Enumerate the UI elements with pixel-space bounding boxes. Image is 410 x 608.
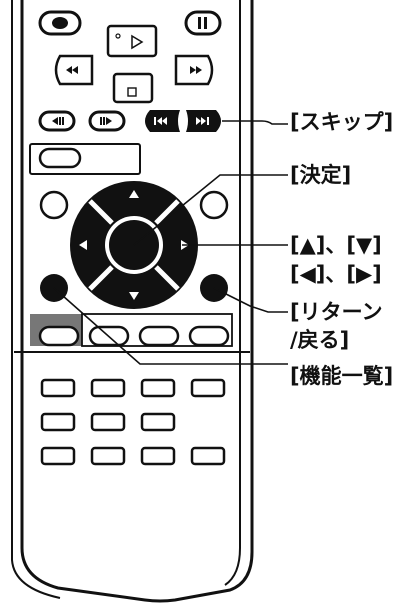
rewind-button[interactable] xyxy=(54,54,94,86)
arrows-callout-line2: [◀]、[▶] xyxy=(290,262,382,286)
up-arrow-icon[interactable] xyxy=(129,190,139,198)
function-list-callout: [機能一覧] xyxy=(290,364,394,388)
play-triangle-icon xyxy=(131,34,144,50)
frame-back-button[interactable] xyxy=(38,110,76,132)
key[interactable] xyxy=(90,446,126,466)
top-menu-button[interactable] xyxy=(38,147,82,169)
stop-square-icon xyxy=(127,87,137,97)
key[interactable] xyxy=(190,378,226,398)
leader-function-list xyxy=(53,287,288,365)
key[interactable] xyxy=(90,412,126,432)
arrows-callout-line1: [▲]、[▼] xyxy=(290,233,382,257)
key[interactable] xyxy=(140,412,176,432)
key[interactable] xyxy=(40,446,76,466)
skip-forward-button[interactable] xyxy=(186,110,221,132)
fast-forward-button[interactable] xyxy=(174,54,214,86)
color-button-1[interactable] xyxy=(38,325,80,347)
return-callout-line2: /戻る] xyxy=(290,328,350,352)
rewind-icon xyxy=(66,66,78,74)
skip-forward-icon xyxy=(196,117,209,125)
key[interactable] xyxy=(190,446,226,466)
pause-button[interactable] xyxy=(184,10,222,36)
key[interactable] xyxy=(40,378,76,398)
remote-inner-edge-right xyxy=(224,0,241,586)
key[interactable] xyxy=(140,446,176,466)
skip-back-button[interactable] xyxy=(145,110,180,132)
remote-inner-edge xyxy=(11,0,61,599)
frame-forward-icon xyxy=(106,117,112,125)
frame-forward-button[interactable] xyxy=(88,110,126,132)
color-button-3[interactable] xyxy=(138,325,180,347)
fast-forward-icon xyxy=(190,66,202,74)
leader-skip xyxy=(222,120,288,125)
play-button[interactable] xyxy=(106,24,158,58)
leader-lines xyxy=(53,120,288,365)
leader-return xyxy=(213,287,288,313)
right-round-button[interactable] xyxy=(199,190,229,220)
return-callout-line1: [リターン xyxy=(290,300,383,324)
leader-enter xyxy=(133,174,288,246)
frame-back-icon xyxy=(52,117,58,125)
key[interactable] xyxy=(40,412,76,432)
left-arrow-icon[interactable] xyxy=(79,240,87,250)
key[interactable] xyxy=(140,378,176,398)
skip-back-icon xyxy=(154,117,167,125)
skip-callout: [スキップ] xyxy=(290,110,394,134)
color-button-4[interactable] xyxy=(188,325,230,347)
down-arrow-icon[interactable] xyxy=(129,292,139,300)
stop-button[interactable] xyxy=(112,72,154,104)
left-round-button[interactable] xyxy=(39,190,69,220)
key[interactable] xyxy=(90,378,126,398)
number-keys xyxy=(40,378,226,466)
record-button[interactable] xyxy=(38,10,82,36)
enter-callout: [決定] xyxy=(290,163,352,187)
record-icon xyxy=(52,17,68,29)
